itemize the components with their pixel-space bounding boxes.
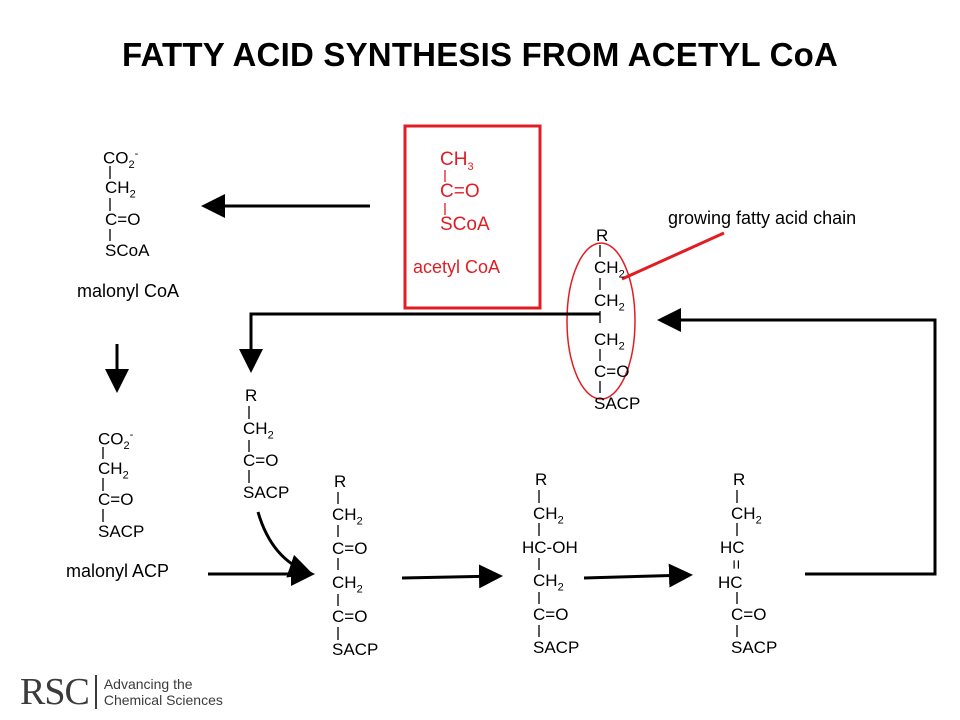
- acetyl-coa-box: [403, 124, 542, 310]
- hydroxy-ch2-1: CH2: [533, 504, 564, 527]
- acetyl-coa-ch3: CH3: [440, 149, 474, 173]
- hydroxy-ch2-2: CH2: [533, 571, 564, 594]
- malonyl-coa-co2: CO2-: [103, 148, 139, 172]
- acyl-acp-ch2: CH2: [243, 419, 274, 442]
- acetyl-coa-label: acetyl CoA: [413, 257, 501, 277]
- chain-ch2-3: CH2: [594, 330, 625, 353]
- arrow-to-reduction: [401, 564, 503, 589]
- enoyl-double-bond: =: [726, 559, 746, 570]
- acetyl-coa-scoa: SCoA: [440, 214, 490, 235]
- chain-r: R: [596, 226, 609, 245]
- enoyl-hc-2: HC: [718, 573, 743, 592]
- chain-co: C=O: [594, 362, 630, 381]
- hydroxy-hcoh: HC-OH: [522, 538, 578, 557]
- malonyl-coa-co: C=O: [105, 210, 141, 229]
- growing-chain-label: growing fatty acid chain: [668, 208, 857, 228]
- acyl-acp-r: R: [245, 386, 258, 405]
- acyl-acp-co: C=O: [243, 451, 279, 470]
- acyl-acp-sacp: SACP: [243, 483, 290, 502]
- enoyl-r: R: [733, 470, 746, 489]
- enoyl-co: C=O: [731, 605, 767, 624]
- chain-ch2-2: CH2: [594, 291, 625, 314]
- enoyl-sacp: SACP: [731, 638, 778, 657]
- enoyl-ch2: CH2: [731, 504, 762, 527]
- hydroxy-r: R: [535, 470, 548, 489]
- chain-ch2-1: CH2: [594, 258, 625, 281]
- malonyl-coa-label: malonyl CoA: [77, 281, 180, 301]
- malonyl-coa-scoa: SCoA: [105, 241, 150, 260]
- keto-r: R: [334, 472, 347, 491]
- keto-co-2: C=O: [332, 607, 368, 626]
- rsc-logo-divider: [94, 675, 97, 709]
- growing-chain-pointer: [621, 231, 725, 281]
- hydroxy-sacp: SACP: [533, 638, 580, 657]
- growing-chain-highlight: [566, 242, 636, 400]
- enoyl-hc-1: HC: [720, 538, 745, 557]
- malonyl-acp-sacp: SACP: [98, 522, 145, 541]
- rsc-logo-mark: RSC: [20, 671, 90, 713]
- page-title: FATTY ACID SYNTHESIS FROM ACETYL CoA: [121, 36, 839, 73]
- keto-co-1: C=O: [332, 539, 368, 558]
- malonyl-coa-ch2: CH2: [105, 178, 136, 201]
- arrow-curved-acyl-to-condensation: [256, 511, 313, 578]
- chain-sacp: SACP: [594, 394, 641, 413]
- arrow-to-acyl-acp: [239, 312, 600, 373]
- bond-lines: [102, 166, 738, 640]
- keto-ch2-2: CH2: [332, 573, 363, 596]
- acetyl-coa-co: C=O: [440, 181, 480, 202]
- arrow-loop-back: [657, 308, 937, 576]
- malonyl-acp-ch2: CH2: [98, 459, 129, 482]
- keto-ch2-1: CH2: [332, 505, 363, 528]
- malonyl-acp-co: C=O: [98, 490, 134, 509]
- keto-sacp: SACP: [332, 640, 379, 659]
- arrow-to-dehydration: [583, 563, 693, 588]
- malonyl-acp-co2: CO2-: [98, 429, 134, 453]
- malonyl-acp-label: malonyl ACP: [66, 561, 170, 581]
- hydroxy-co: C=O: [533, 605, 569, 624]
